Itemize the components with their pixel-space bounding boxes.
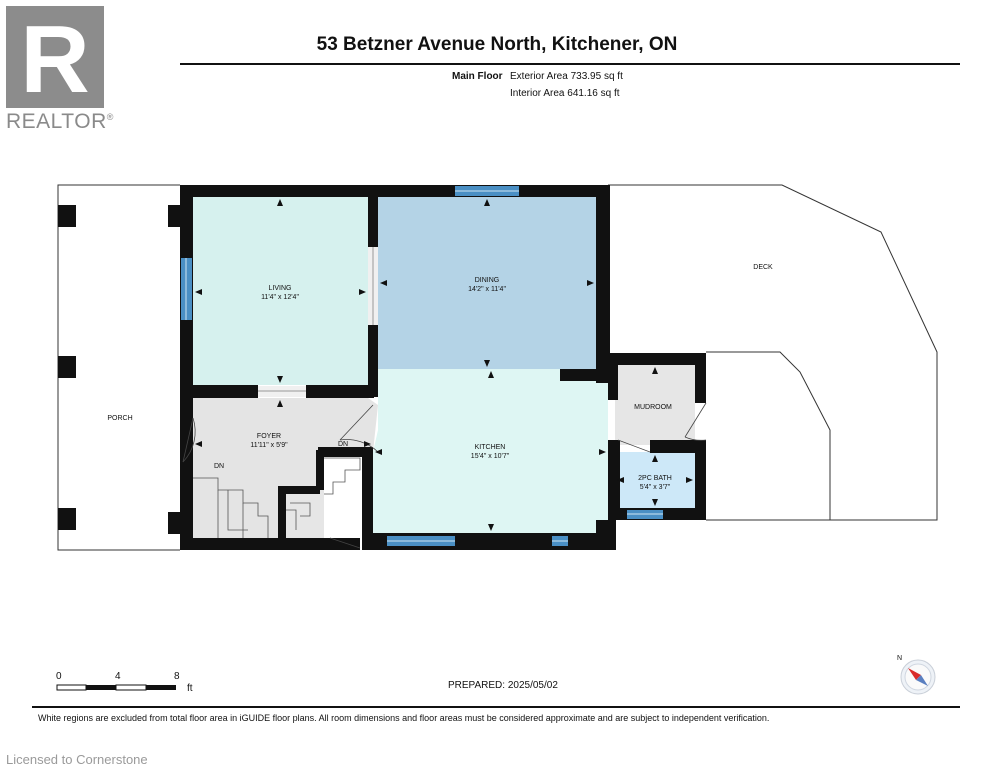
living-room-label: LIVING 11'4" x 12'4" (261, 284, 299, 302)
stairs-down-label: DN (214, 463, 225, 470)
stairs-down-label: DN (338, 441, 349, 448)
mudroom-fill (615, 365, 695, 445)
mudroom-label: MUDROOM (634, 403, 672, 412)
stair-area-fill (284, 490, 324, 538)
doors (182, 402, 707, 549)
room-name: DINING (474, 277, 500, 284)
trademark-symbol: ® (106, 112, 114, 122)
foyer-label: FOYER 11'11" x 5'9" (250, 432, 287, 450)
stairs (193, 457, 361, 538)
room-name: MUDROOM (634, 404, 672, 411)
scale-unit: ft (187, 683, 193, 694)
deck-label: DECK (753, 263, 772, 272)
compass-rose (900, 659, 936, 695)
scale-label-four: 4 (115, 671, 121, 682)
page-title: 53 Betzner Avenue North, Kitchener, ON (316, 34, 678, 55)
deck-outline (608, 184, 938, 521)
kitchen-label: KITCHEN 15'4" x 10'7" (471, 443, 509, 461)
compass-north-label: N (897, 655, 903, 662)
logo-letter: R (20, 6, 89, 110)
living-room-fill (193, 197, 368, 385)
footer-divider (32, 706, 960, 708)
room-name: KITCHEN (474, 444, 506, 451)
foyer-fill (193, 398, 378, 538)
realtor-logo: R (6, 6, 104, 110)
room-name: LIVING (268, 285, 292, 292)
scale-label-zero: 0 (56, 671, 62, 682)
room-dims: 14'2" x 11'4" (468, 286, 506, 293)
room-name: FOYER (256, 433, 282, 440)
bath-label: 2PC BATH 5'4" x 3'7" (638, 474, 672, 492)
floor-name: Main Floor (452, 71, 503, 82)
room-dims: 5'4" x 3'7" (639, 484, 671, 491)
license-text: Licensed to Cornerstone (6, 752, 148, 767)
porch-outline (57, 184, 180, 551)
room-name: DECK (753, 264, 773, 271)
title-divider (180, 63, 960, 65)
dining-room-fill (378, 197, 596, 369)
room-name: 2PC BATH (638, 475, 672, 482)
scale-label-eight: 8 (174, 671, 180, 682)
room-dims: 11'11" x 5'9" (250, 442, 288, 449)
room-dims: 11'4" x 12'4" (261, 294, 299, 301)
scale-bar-graphic (56, 684, 176, 691)
wordmark-text: REALTOR (6, 110, 107, 133)
room-dims: 15'4" x 10'7" (470, 453, 510, 460)
interior-area: Interior Area 641.16 sq ft (510, 88, 620, 99)
kitchen-fill (373, 369, 608, 533)
realtor-wordmark: REALTOR® (6, 110, 114, 134)
prepared-date: PREPARED: 2025/05/02 (448, 680, 558, 691)
dining-room-label: DINING 14'2" x 11'4" (468, 276, 506, 294)
exterior-area: Exterior Area 733.95 sq ft (510, 71, 623, 82)
disclaimer-text: White regions are excluded from total fl… (38, 713, 770, 723)
porch-label: PORCH (107, 414, 132, 423)
room-name: PORCH (107, 415, 133, 422)
dimension-arrows (195, 199, 693, 531)
window-glazing (185, 190, 663, 542)
